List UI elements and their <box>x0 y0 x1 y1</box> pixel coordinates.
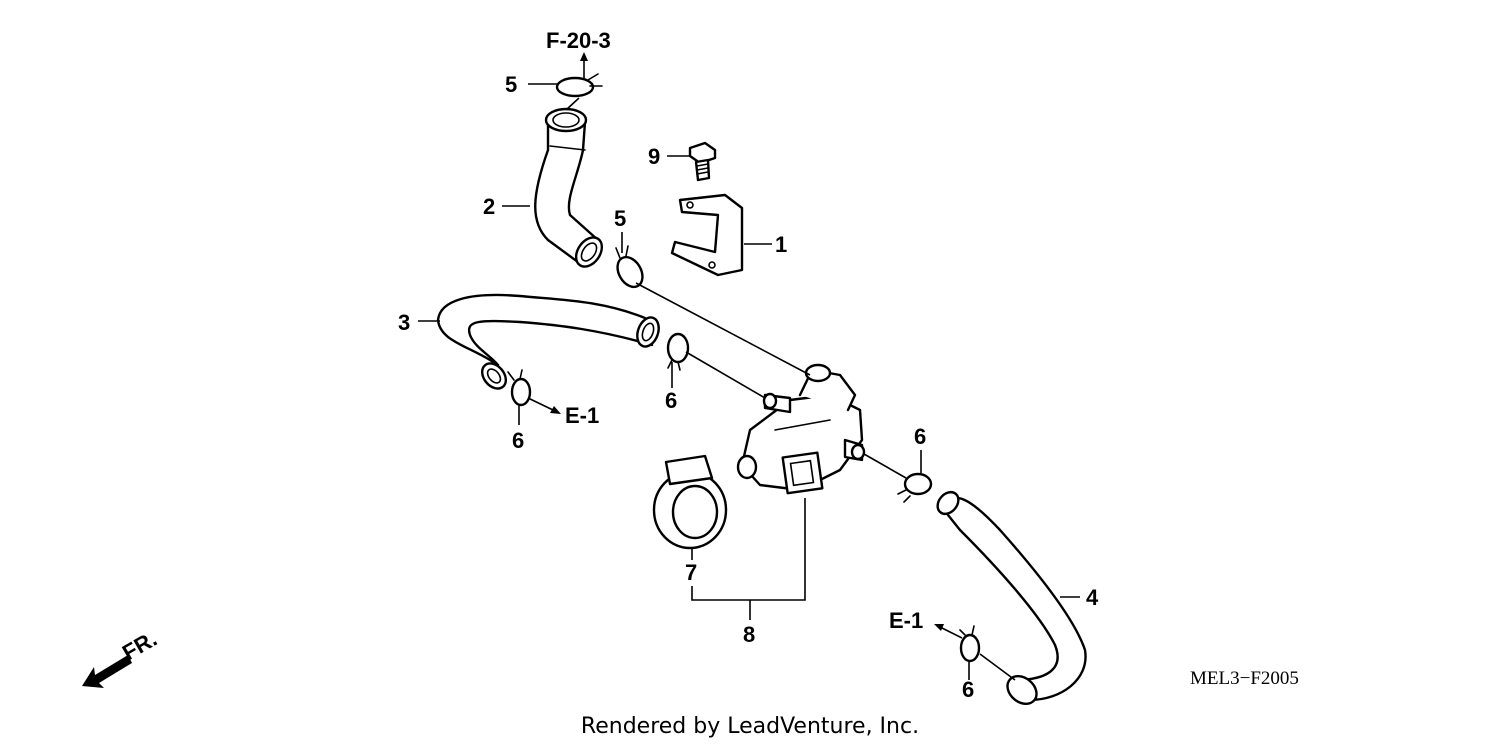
assembly-lines <box>565 97 1016 681</box>
credit-text: Rendered by LeadVenture, Inc. <box>580 714 920 739</box>
callout-6-bottom: 6 <box>962 677 974 702</box>
clip-6-bottom <box>959 625 981 663</box>
rubber-mount-7 <box>652 454 728 550</box>
hose-3 <box>436 293 660 390</box>
front-arrow-icon: FR. <box>82 626 161 688</box>
callout-4: 4 <box>1086 585 1099 610</box>
clip-6-right <box>897 472 933 503</box>
clip-5-middle <box>615 245 644 289</box>
leader-lines <box>418 83 1080 680</box>
ref-arrow-left <box>527 397 561 414</box>
callout-5-middle: 5 <box>614 206 626 231</box>
clip-6-left <box>507 369 532 407</box>
callout-3: 3 <box>398 310 410 335</box>
callout-6-middle: 6 <box>665 388 677 413</box>
diagram-code: MEL3−F2005 <box>1190 668 1299 689</box>
callout-6-left: 6 <box>512 428 524 453</box>
ref-label-left: E-1 <box>565 403 599 428</box>
callout-9: 9 <box>648 144 660 169</box>
callout-7: 7 <box>685 560 697 585</box>
air-injection-valve <box>736 363 866 495</box>
callout-6-right: 6 <box>914 424 926 449</box>
callout-5-top: 5 <box>505 72 517 97</box>
ref-label-bottom: E-1 <box>889 608 923 633</box>
ref-arrow-top <box>580 52 588 78</box>
hose-4 <box>936 490 1087 705</box>
ref-label-top: F-20-3 <box>546 28 611 53</box>
bolt-9 <box>688 141 717 182</box>
clip-5-top <box>555 73 603 98</box>
clip-6-middle <box>666 332 690 371</box>
ref-arrow-bottom <box>934 624 963 639</box>
bracket-1 <box>670 193 744 277</box>
callout-2: 2 <box>483 194 495 219</box>
callout-1: 1 <box>775 232 787 257</box>
callout-8: 8 <box>743 622 755 647</box>
hose-2 <box>534 107 604 268</box>
